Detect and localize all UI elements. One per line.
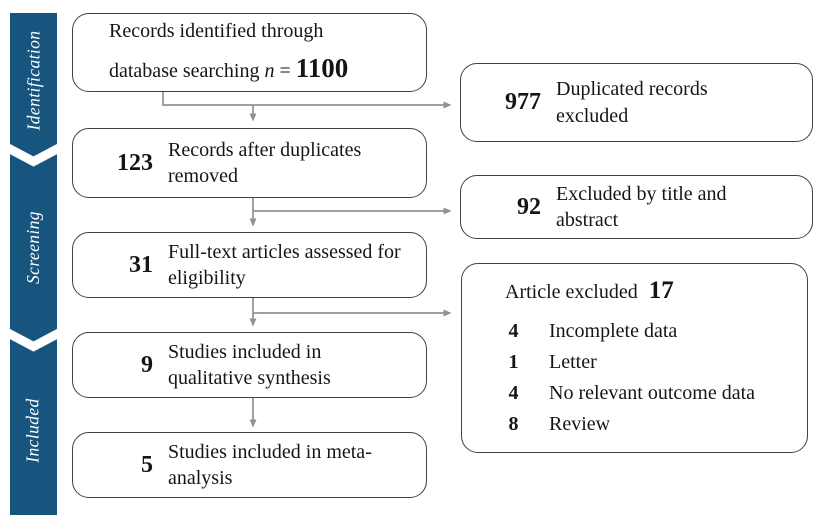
reason-count: 1	[508, 350, 519, 373]
records-identified-line1: Records identified through	[109, 19, 324, 42]
equals-sign: =	[274, 59, 296, 82]
reason-label: Letter	[549, 350, 597, 373]
exclusion-reason-row: 1 Letter	[505, 347, 807, 378]
exclusion-reason-row: 8 Review	[505, 409, 807, 440]
box-label: Excluded by title and abstract	[556, 182, 727, 231]
count-value: 92	[517, 193, 541, 220]
box-records-after-duplicates: 123 Records after duplicates removed	[72, 128, 427, 198]
count-value: 9	[141, 351, 153, 378]
box-label: Studies included in meta-analysis	[168, 440, 372, 489]
reason-label: Review	[549, 412, 611, 435]
articles-excluded-count: 17	[648, 276, 674, 304]
reason-label: No relevant outcome data	[549, 381, 756, 404]
reason-count: 8	[508, 412, 519, 435]
box-articles-excluded: Article excluded 17 4 Incomplete data 1 L…	[461, 263, 808, 453]
chevron-separator-icon	[5, 144, 62, 167]
box-duplicates-excluded: 977 Duplicated records excluded	[460, 63, 813, 142]
box-label: Records after duplicates removed	[168, 138, 362, 187]
exclusion-reason-row: 4 No relevant outcome data	[505, 378, 807, 409]
articles-excluded-title: Article excluded 17	[505, 277, 807, 305]
ribbon-bar	[10, 13, 57, 515]
box-label: Studies included in qualitative synthesi…	[168, 340, 331, 389]
n-symbol: n	[264, 59, 275, 82]
reason-label: Incomplete data	[549, 319, 678, 342]
count-value: 977	[505, 89, 541, 115]
box-fulltext-assessed: 31 Full-text articles assessed for eligi…	[72, 232, 427, 298]
count-value: 123	[117, 149, 153, 176]
reason-count: 4	[508, 381, 519, 404]
articles-excluded-title-text: Article excluded	[505, 280, 638, 303]
exclusion-reason-row: 4 Incomplete data	[505, 316, 807, 347]
count-value: 31	[129, 251, 153, 278]
records-identified-count: 1100	[295, 52, 349, 83]
reason-count: 4	[508, 319, 519, 342]
records-identified-line2: database searching	[109, 59, 265, 82]
box-label: Full-text articles assessed for eligibil…	[168, 240, 401, 289]
count-value: 5	[141, 451, 153, 478]
box-records-identified: Records identified through database sear…	[72, 13, 427, 92]
box-label: Duplicated records excluded	[556, 78, 708, 127]
connector-to-duplicates-excluded	[162, 92, 452, 109]
chevron-separator-icon	[5, 329, 62, 352]
box-meta-analysis: 5 Studies included in meta-analysis	[72, 432, 427, 498]
box-qualitative-synthesis: 9 Studies included in qualitative synthe…	[72, 332, 427, 398]
box-title-abstract-excluded: 92 Excluded by title and abstract	[460, 175, 813, 239]
articles-excluded-content: Article excluded 17 4 Incomplete data 1 L…	[462, 277, 807, 440]
box-text: Records identified through database sear…	[73, 15, 348, 90]
